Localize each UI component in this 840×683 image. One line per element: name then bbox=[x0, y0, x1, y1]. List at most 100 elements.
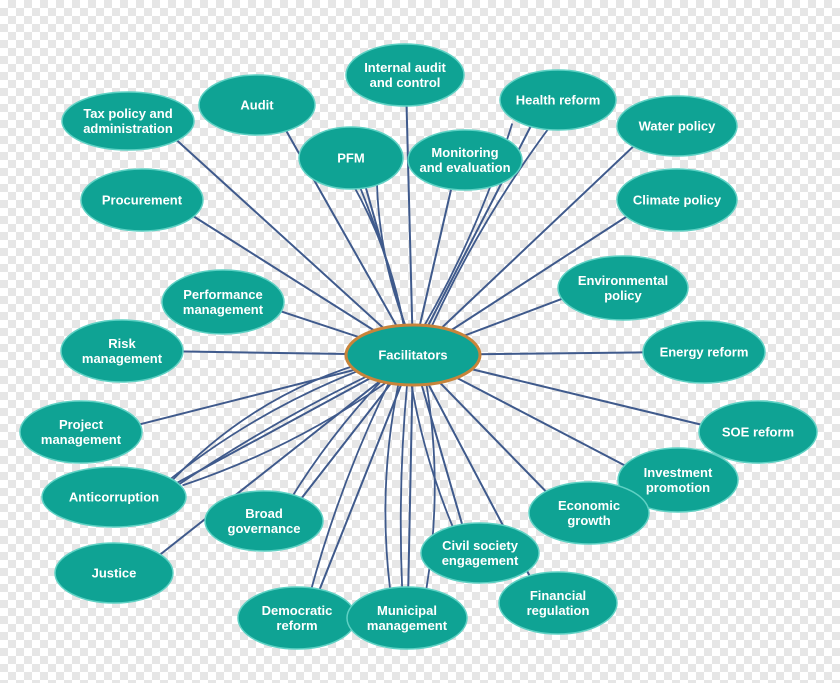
node-investment-label-line-1: Investment bbox=[644, 465, 713, 480]
node-climate-label-line-1: Climate policy bbox=[633, 193, 722, 208]
edge-water bbox=[412, 142, 637, 356]
node-climate-shape bbox=[616, 168, 738, 232]
node-pfm-label: PFM bbox=[337, 151, 364, 166]
hub-node-facilitators: Facilitators bbox=[344, 323, 482, 387]
node-audit: Audit bbox=[198, 74, 316, 136]
node-environmental-label-line-1: Environmental bbox=[578, 273, 668, 288]
node-tax-label-line-2: administration bbox=[83, 121, 173, 136]
hub-shape bbox=[344, 323, 482, 387]
node-project-shape bbox=[19, 400, 143, 464]
edge-municipal bbox=[407, 354, 414, 591]
node-municipal-label-line-1: Municipal bbox=[377, 603, 437, 618]
node-environmental-shape bbox=[557, 255, 689, 321]
node-economic-label-line-2: growth bbox=[567, 513, 610, 528]
node-risk-shape bbox=[60, 319, 184, 383]
node-project-label-line-1: Project bbox=[59, 417, 104, 432]
node-performance-label-line-1: Performance bbox=[183, 287, 262, 302]
node-municipal-label-line-2: management bbox=[367, 618, 448, 633]
node-water: Water policy bbox=[616, 95, 738, 157]
node-soe-label-line-1: SOE reform bbox=[722, 425, 794, 440]
node-internal-audit-label-line-1: Internal audit bbox=[364, 60, 446, 75]
edge-justice bbox=[156, 354, 414, 558]
node-procurement-label-line-1: Procurement bbox=[102, 193, 183, 208]
node-anticorruption: Anticorruption bbox=[41, 466, 187, 528]
node-climate-label: Climate policy bbox=[633, 193, 722, 208]
edge-democratic bbox=[317, 354, 414, 593]
node-investment-label-line-2: promotion bbox=[646, 480, 710, 495]
node-performance-label-line-2: management bbox=[183, 302, 264, 317]
node-tax-shape bbox=[61, 91, 195, 151]
node-democratic-label-line-2: reform bbox=[276, 618, 317, 633]
node-economic-label-line-1: Economic bbox=[558, 498, 620, 513]
edge-loop-democratic-12 bbox=[309, 354, 404, 593]
node-broad-label-line-1: Broad bbox=[245, 506, 283, 521]
node-performance-shape bbox=[161, 269, 285, 335]
node-risk-label-line-1: Risk bbox=[108, 336, 136, 351]
node-health: Health reform bbox=[499, 69, 617, 131]
node-justice-label: Justice bbox=[92, 566, 137, 581]
edge-internal-audit bbox=[405, 102, 414, 356]
node-monitoring-shape bbox=[407, 129, 523, 191]
node-civil-label-line-1: Civil society bbox=[442, 538, 519, 553]
node-project-label-line-2: management bbox=[41, 432, 122, 447]
node-audit-shape bbox=[198, 74, 316, 136]
node-energy: Energy reform bbox=[642, 320, 766, 384]
node-water-shape bbox=[616, 95, 738, 157]
edge-loop-health-4 bbox=[418, 122, 553, 356]
node-soe-shape bbox=[698, 400, 818, 464]
node-climate: Climate policy bbox=[616, 168, 738, 232]
node-energy-label-line-1: Energy reform bbox=[660, 345, 749, 360]
node-procurement-label: Procurement bbox=[102, 193, 183, 208]
node-anticorruption-shape bbox=[41, 466, 187, 528]
node-financial-label-line-2: regulation bbox=[527, 603, 590, 618]
node-pfm-label-line-1: PFM bbox=[337, 151, 364, 166]
node-economic-shape bbox=[528, 481, 650, 545]
node-tax-label-line-1: Tax policy and bbox=[83, 106, 172, 121]
node-anticorruption-label: Anticorruption bbox=[69, 490, 159, 505]
node-monitoring-label-line-1: Monitoring bbox=[431, 145, 498, 160]
node-anticorruption-label-line-1: Anticorruption bbox=[69, 490, 159, 505]
hub-label-line-1: Facilitators bbox=[378, 348, 447, 363]
node-monitoring-label-line-2: and evaluation bbox=[419, 160, 510, 175]
node-procurement-shape bbox=[80, 168, 204, 232]
node-environmental-label-line-2: policy bbox=[604, 288, 642, 303]
node-health-label: Health reform bbox=[516, 93, 601, 108]
node-pfm-shape bbox=[298, 126, 404, 190]
node-democratic-label-line-1: Democratic bbox=[262, 603, 333, 618]
node-audit-label-line-1: Audit bbox=[240, 98, 274, 113]
node-pfm: PFM bbox=[298, 126, 404, 190]
node-internal-audit-label-line-2: and control bbox=[370, 75, 441, 90]
node-civil-shape bbox=[420, 522, 540, 584]
node-justice: Justice bbox=[54, 542, 174, 604]
node-justice-label-line-1: Justice bbox=[92, 566, 137, 581]
node-municipal-shape bbox=[346, 586, 468, 650]
node-energy-label: Energy reform bbox=[660, 345, 749, 360]
